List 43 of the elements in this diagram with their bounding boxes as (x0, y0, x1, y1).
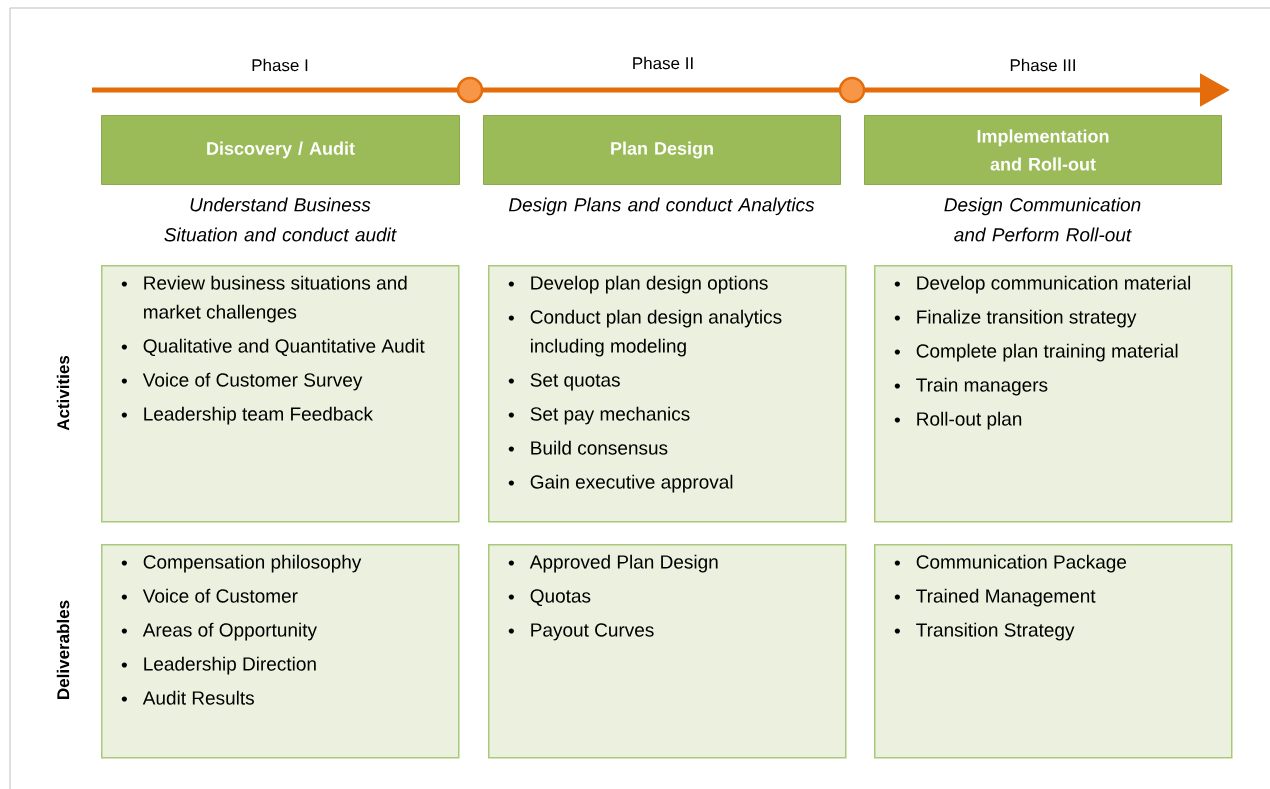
bullet-item: Payout Curves (508, 623, 654, 641)
row-label: Activities (56, 355, 70, 431)
bullet-item: Voice of Customer (121, 588, 298, 603)
bullet-item: Qualitative and Quantitative Audit (121, 338, 425, 357)
bullet-item: Set quotas (508, 373, 620, 391)
phase-header: Discovery / Audit (101, 115, 460, 185)
row-label: Deliverables (56, 600, 70, 699)
bullet-item: Quotas (508, 589, 591, 607)
phase-label: Phase III (1010, 58, 1075, 72)
bullet-item: Communication Package (894, 554, 1127, 573)
bullet-item: Audit Results (121, 690, 254, 705)
bullet-item: Gain executive approval (508, 474, 733, 493)
deliverable-box (874, 544, 1233, 759)
activity-box (488, 265, 847, 523)
phase-label: Phase I (252, 58, 308, 72)
bullet-item: Build consensus (508, 440, 668, 455)
phase-header: Implementation and Roll-out (864, 115, 1222, 185)
bullet-item: Develop plan design options (508, 275, 768, 294)
bullet-item: Set pay mechanics (508, 406, 690, 425)
activity-box (101, 265, 460, 523)
bullet-item: Develop communication material (894, 275, 1191, 294)
phase-label: Phase II (633, 56, 693, 70)
bullet-item: Finalize transition strategy (894, 309, 1137, 328)
deliverable-box (101, 544, 460, 759)
phase-subtitle: Understand Business Situation and conduct audit (164, 197, 397, 242)
bullet-item: Conduct plan design analytics including modeling (508, 309, 782, 357)
bullet-item: Areas of Opportunity (121, 622, 317, 641)
bullet-item: Compensation philosophy (121, 554, 362, 573)
bullet-item: Roll-out plan (894, 411, 1022, 430)
bullet-item: Approved Plan Design (508, 554, 718, 573)
bullet-item: Leadership Direction (121, 656, 316, 675)
bullet-item: Transition Strategy (894, 622, 1075, 641)
bullet-item: Voice of Customer Survey (121, 372, 363, 391)
bullet-item: Leadership team Feedback (121, 406, 373, 425)
bullet-item: Train managers (894, 377, 1048, 396)
bullet-item: Review business situations and market challenges (121, 275, 407, 323)
bullet-item: Trained Management (894, 588, 1096, 607)
phase-header: Plan Design (483, 115, 841, 185)
phase-subtitle: Design Plans and conduct Analytics (508, 197, 815, 216)
deliverable-box (488, 544, 847, 759)
bullet-item: Complete plan training material (894, 343, 1178, 362)
phase-subtitle: Design Communication and Perform Roll-out (944, 197, 1141, 242)
activity-box (874, 265, 1233, 523)
